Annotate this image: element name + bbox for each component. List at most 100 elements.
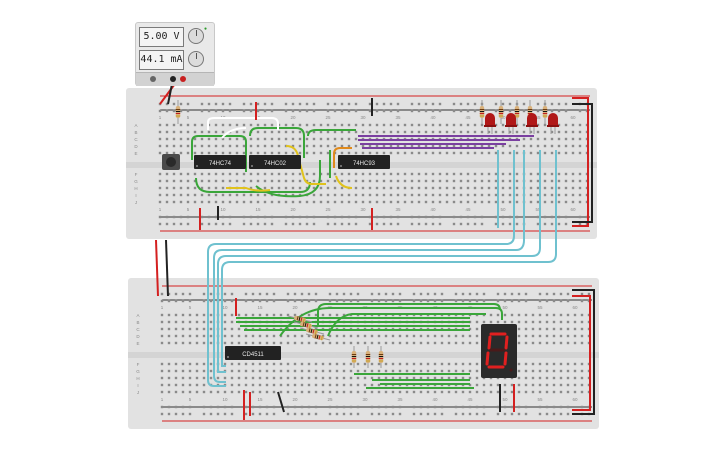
breadboard-hole[interactable] bbox=[368, 144, 372, 148]
breadboard-hole[interactable] bbox=[307, 412, 311, 416]
breadboard-hole[interactable] bbox=[230, 341, 234, 345]
breadboard-hole[interactable] bbox=[391, 376, 395, 380]
breadboard-hole[interactable] bbox=[494, 102, 498, 106]
breadboard-hole[interactable] bbox=[517, 313, 521, 317]
breadboard-hole[interactable] bbox=[263, 172, 267, 176]
breadboard-hole[interactable] bbox=[571, 186, 575, 190]
breadboard-hole[interactable] bbox=[438, 179, 442, 183]
breadboard-hole[interactable] bbox=[312, 172, 316, 176]
breadboard-hole[interactable] bbox=[249, 200, 253, 204]
breadboard-hole[interactable] bbox=[508, 172, 512, 176]
breadboard-hole[interactable] bbox=[389, 151, 393, 155]
breadboard-hole[interactable] bbox=[291, 222, 295, 226]
breadboard-hole[interactable] bbox=[410, 222, 414, 226]
breadboard-hole[interactable] bbox=[335, 390, 339, 394]
breadboard-hole[interactable] bbox=[489, 320, 493, 324]
breadboard-hole[interactable] bbox=[447, 369, 451, 373]
breadboard-hole[interactable] bbox=[410, 215, 414, 219]
breadboard-hole[interactable] bbox=[403, 151, 407, 155]
breadboard-hole[interactable] bbox=[545, 320, 549, 324]
breadboard-hole[interactable] bbox=[223, 405, 227, 409]
breadboard-hole[interactable] bbox=[480, 193, 484, 197]
breadboard-hole[interactable] bbox=[167, 299, 171, 303]
breadboard-hole[interactable] bbox=[265, 376, 269, 380]
breadboard-hole[interactable] bbox=[440, 369, 444, 373]
breadboard-hole[interactable] bbox=[559, 327, 563, 331]
breadboard-hole[interactable] bbox=[195, 376, 199, 380]
breadboard-hole[interactable] bbox=[328, 405, 332, 409]
breadboard-hole[interactable] bbox=[340, 123, 344, 127]
breadboard-hole[interactable] bbox=[431, 172, 435, 176]
breadboard-hole[interactable] bbox=[396, 222, 400, 226]
breadboard-hole[interactable] bbox=[459, 151, 463, 155]
breadboard-hole[interactable] bbox=[571, 130, 575, 134]
breadboard-hole[interactable] bbox=[244, 334, 248, 338]
breadboard-hole[interactable] bbox=[307, 376, 311, 380]
breadboard-hole[interactable] bbox=[237, 369, 241, 373]
breadboard-hole[interactable] bbox=[300, 299, 304, 303]
breadboard-hole[interactable] bbox=[284, 193, 288, 197]
breadboard-hole[interactable] bbox=[230, 334, 234, 338]
breadboard-hole[interactable] bbox=[186, 193, 190, 197]
breadboard-hole[interactable] bbox=[461, 362, 465, 366]
breadboard-hole[interactable] bbox=[235, 151, 239, 155]
breadboard-hole[interactable] bbox=[256, 179, 260, 183]
breadboard-hole[interactable] bbox=[398, 405, 402, 409]
breadboard-hole[interactable] bbox=[466, 222, 470, 226]
ground-terminal-icon[interactable] bbox=[150, 76, 156, 82]
breadboard-hole[interactable] bbox=[531, 320, 535, 324]
breadboard-hole[interactable] bbox=[431, 215, 435, 219]
breadboard-hole[interactable] bbox=[349, 299, 353, 303]
breadboard-hole[interactable] bbox=[545, 299, 549, 303]
breadboard-hole[interactable] bbox=[312, 137, 316, 141]
breadboard-hole[interactable] bbox=[291, 172, 295, 176]
breadboard-hole[interactable] bbox=[333, 137, 337, 141]
breadboard-hole[interactable] bbox=[167, 341, 171, 345]
breadboard-hole[interactable] bbox=[265, 334, 269, 338]
breadboard-hole[interactable] bbox=[305, 123, 309, 127]
breadboard-hole[interactable] bbox=[328, 383, 332, 387]
resistor-segment[interactable] bbox=[299, 327, 325, 335]
breadboard-hole[interactable] bbox=[340, 137, 344, 141]
breadboard-hole[interactable] bbox=[172, 102, 176, 106]
breadboard-hole[interactable] bbox=[328, 341, 332, 345]
breadboard-hole[interactable] bbox=[578, 200, 582, 204]
breadboard-hole[interactable] bbox=[473, 222, 477, 226]
breadboard-hole[interactable] bbox=[417, 193, 421, 197]
breadboard-hole[interactable] bbox=[312, 151, 316, 155]
breadboard-hole[interactable] bbox=[314, 376, 318, 380]
breadboard-hole[interactable] bbox=[328, 376, 332, 380]
breadboard-hole[interactable] bbox=[475, 390, 479, 394]
breadboard-hole[interactable] bbox=[522, 137, 526, 141]
breadboard-hole[interactable] bbox=[452, 200, 456, 204]
breadboard-hole[interactable] bbox=[475, 405, 479, 409]
breadboard-hole[interactable] bbox=[496, 383, 500, 387]
breadboard-hole[interactable] bbox=[545, 376, 549, 380]
breadboard-hole[interactable] bbox=[573, 327, 577, 331]
breadboard-hole[interactable] bbox=[188, 390, 192, 394]
breadboard-hole[interactable] bbox=[398, 376, 402, 380]
breadboard-hole[interactable] bbox=[354, 172, 358, 176]
breadboard-hole[interactable] bbox=[291, 179, 295, 183]
breadboard-hole[interactable] bbox=[193, 144, 197, 148]
wires-misc-top[interactable] bbox=[207, 117, 353, 192]
breadboard-hole[interactable] bbox=[405, 390, 409, 394]
breadboard-hole[interactable] bbox=[277, 200, 281, 204]
breadboard-hole[interactable] bbox=[195, 362, 199, 366]
breadboard-hole[interactable] bbox=[564, 151, 568, 155]
breadboard-hole[interactable] bbox=[377, 334, 381, 338]
breadboard-hole[interactable] bbox=[193, 130, 197, 134]
breadboard-hole[interactable] bbox=[179, 179, 183, 183]
breadboard-hole[interactable] bbox=[251, 376, 255, 380]
breadboard-hole[interactable] bbox=[188, 405, 192, 409]
breadboard-hole[interactable] bbox=[433, 334, 437, 338]
breadboard-hole[interactable] bbox=[405, 369, 409, 373]
breadboard-hole[interactable] bbox=[564, 200, 568, 204]
breadboard-hole[interactable] bbox=[475, 369, 479, 373]
breadboard-hole[interactable] bbox=[384, 369, 388, 373]
breadboard-hole[interactable] bbox=[312, 222, 316, 226]
breadboard-hole[interactable] bbox=[361, 123, 365, 127]
breadboard-hole[interactable] bbox=[552, 369, 556, 373]
breadboard-hole[interactable] bbox=[263, 200, 267, 204]
breadboard-hole[interactable] bbox=[300, 376, 304, 380]
